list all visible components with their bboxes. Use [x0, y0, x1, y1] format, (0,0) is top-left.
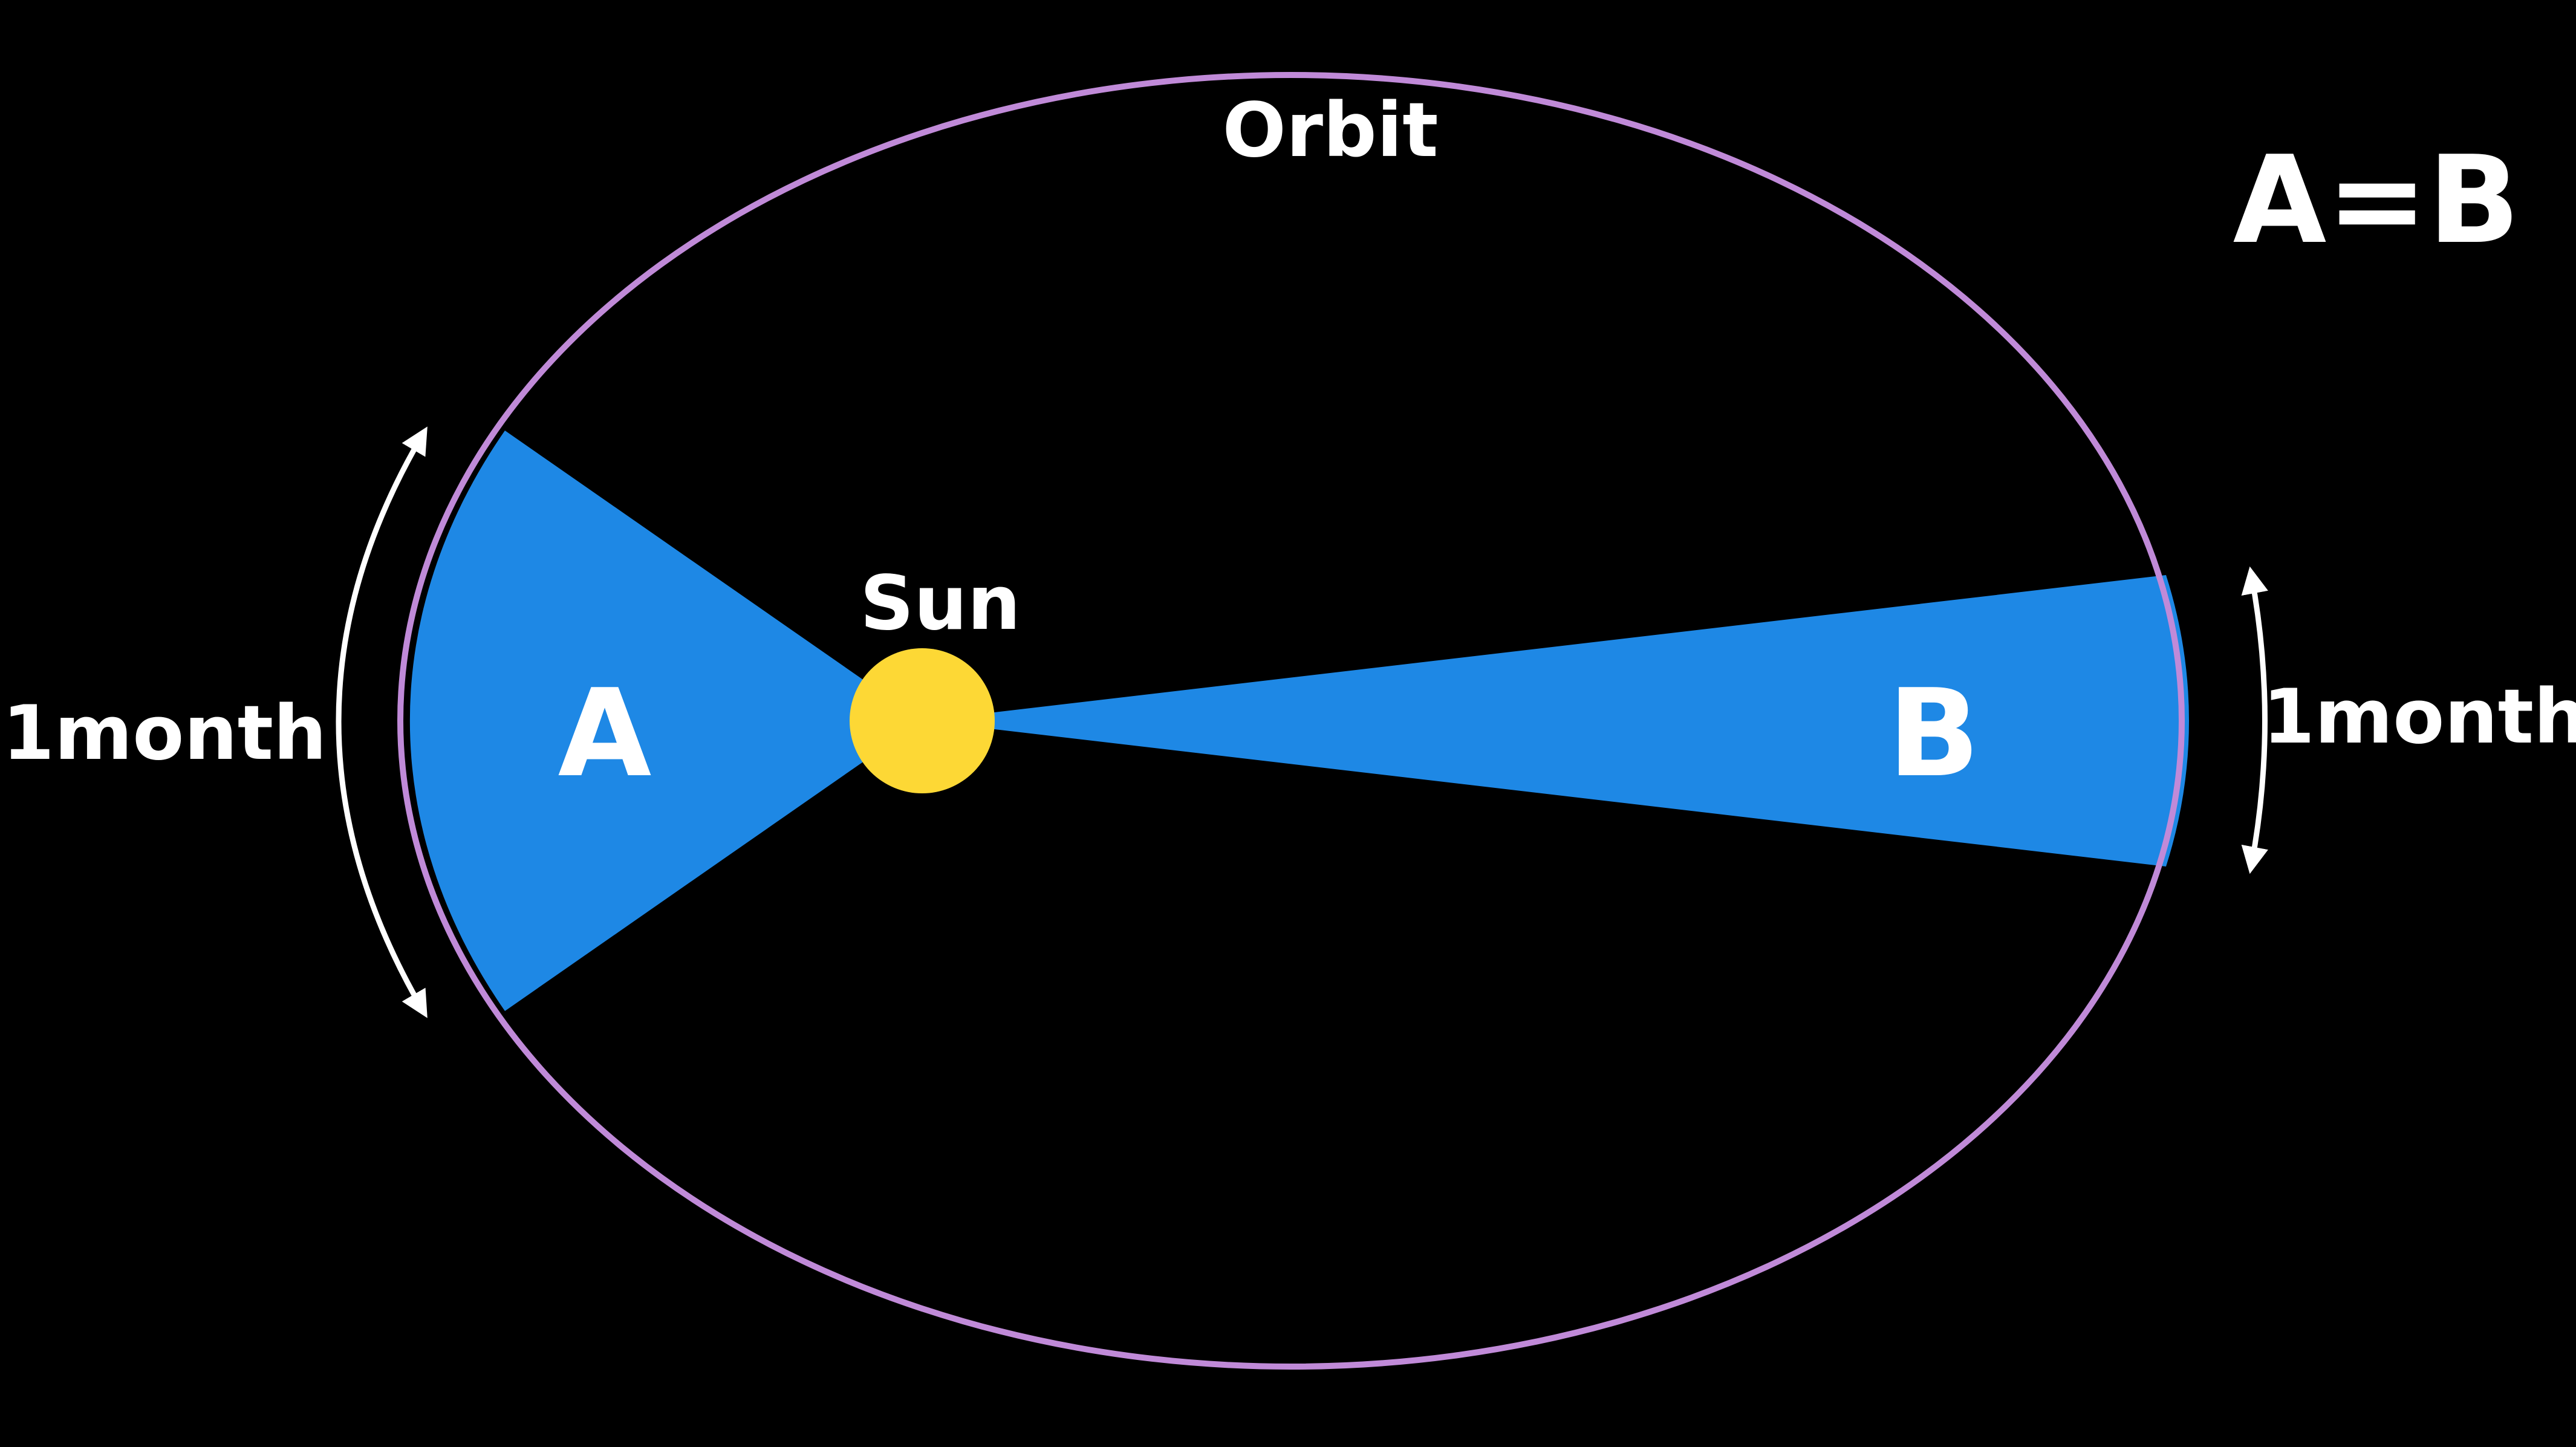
sector-a [409, 431, 922, 1011]
left-duration-label: 1month [2, 690, 327, 777]
right-duration-arrow [2241, 566, 2268, 874]
left-duration-arrow [336, 426, 428, 1018]
sector-a-label: A [558, 663, 652, 804]
sector-b-label: B [1888, 663, 1980, 804]
right-duration-label: 1month [2263, 674, 2576, 761]
equation-label: A=B [2233, 130, 2520, 271]
sun-icon [850, 648, 995, 793]
sun-label: Sun [860, 560, 1021, 647]
orbit-label: Orbit [1222, 87, 1438, 174]
sector-b [922, 575, 2189, 867]
orbit-ellipse [397, 72, 2185, 1370]
